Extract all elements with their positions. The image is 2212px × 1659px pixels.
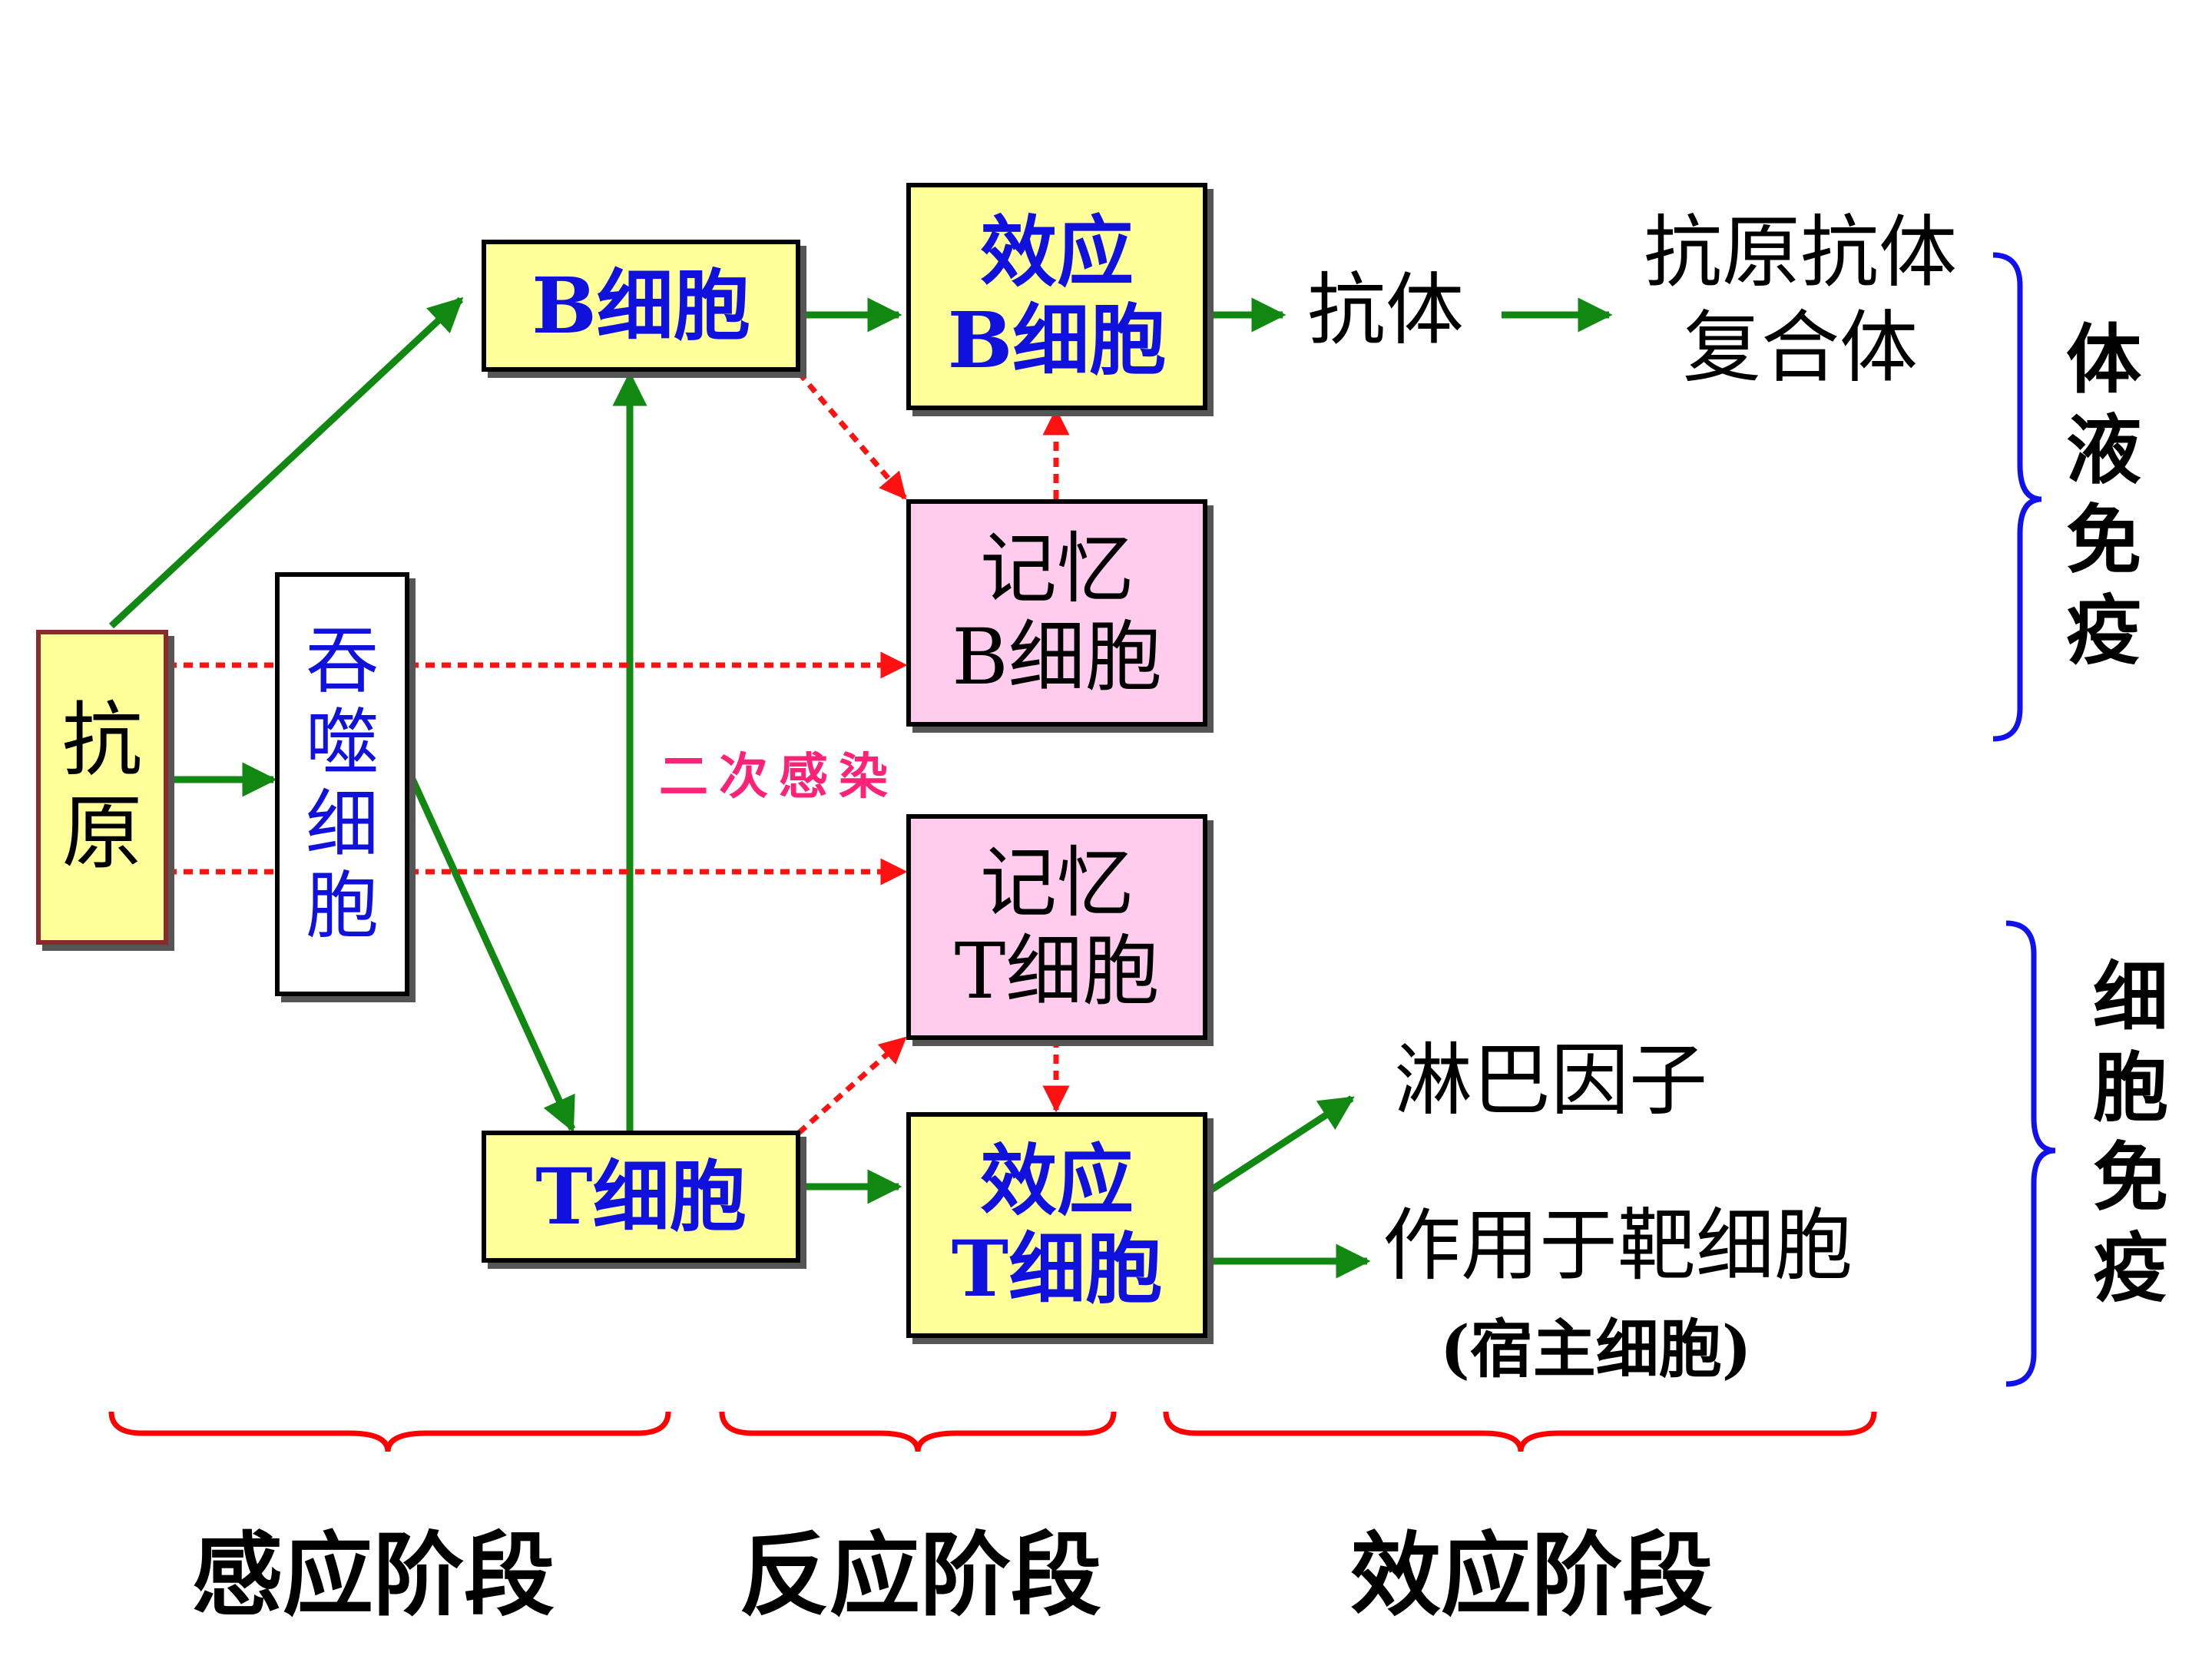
humoral-char-4: 疫	[2066, 586, 2142, 675]
node-phagocyte: 吞 噬 细 胞	[275, 572, 409, 996]
dotted-arrow-b-cell-to-memory-b	[796, 370, 907, 500]
effector-t-line-1: 效应	[980, 1135, 1134, 1226]
arrow-phagocyte-to-t-cell	[407, 774, 576, 1133]
antigen-char-2: 原	[61, 786, 143, 880]
complex-line-1: 抗原抗体	[1644, 207, 1957, 299]
label-cellular-immunity: 细 胞 免 疫	[2093, 952, 2168, 1313]
stage-induction: 感应阶段	[192, 1522, 555, 1628]
humoral-char-3: 免	[2066, 496, 2142, 585]
stage-reaction: 反应阶段	[739, 1522, 1102, 1628]
cellular-char-4: 疫	[2093, 1224, 2169, 1313]
b-cell-label: B细胞	[531, 260, 750, 351]
dotted-arrow-t-cell-to-memory-t	[796, 1036, 907, 1135]
memory-t-line-1: 记忆	[980, 838, 1134, 928]
complex-line-2: 复合体	[1683, 303, 1918, 395]
node-t-cell: T细胞	[482, 1131, 800, 1263]
phagocyte-char-2: 噬	[305, 700, 379, 786]
brace-cellular-immunity	[2005, 920, 2056, 1387]
humoral-char-1: 体	[2066, 316, 2142, 404]
brace-reaction-stage	[719, 1411, 1117, 1452]
label-lymphokine: 淋巴因子	[1394, 1035, 1707, 1127]
cellular-char-1: 细	[2093, 953, 2169, 1041]
humoral-char-2: 液	[2066, 406, 2142, 495]
label-antigen-antibody-complex: 抗原抗体 复合体	[1644, 206, 1957, 397]
phagocyte-char-3: 细	[305, 783, 379, 867]
t-cell-label: T细胞	[535, 1151, 747, 1242]
node-b-cell: B细胞	[482, 240, 800, 372]
brace-effector-stage	[1163, 1411, 1877, 1452]
memory-b-line-1: 记忆	[980, 524, 1134, 614]
stage-effector: 效应阶段	[1350, 1522, 1714, 1628]
cellular-char-2: 胞	[2093, 1043, 2169, 1132]
effector-b-line-2: B细胞	[947, 295, 1167, 386]
label-secondary-infection: 二次感染	[659, 748, 899, 806]
memory-b-line-2: B细胞	[952, 612, 1162, 702]
label-acts-on-target-cell: 作用于靶细胞	[1382, 1200, 1853, 1292]
arrow-antigen-to-b-cell	[108, 296, 464, 629]
brace-induction-stage	[108, 1411, 671, 1452]
effector-t-line-2: T细胞	[951, 1224, 1163, 1314]
node-memory-t-cell: 记忆 T细胞	[906, 814, 1207, 1040]
label-antibody: 抗体	[1307, 265, 1464, 356]
node-effector-t-cell: 效应 T细胞	[906, 1112, 1207, 1338]
brace-humoral-immunity	[1992, 252, 2042, 742]
effector-b-line-1: 效应	[980, 207, 1134, 297]
node-antigen: 抗 原	[36, 630, 168, 945]
node-effector-b-cell: 效应 B细胞	[906, 183, 1207, 410]
node-memory-b-cell: 记忆 B细胞	[906, 499, 1207, 727]
label-humoral-immunity: 体 液 免 疫	[2066, 315, 2141, 676]
arrow-effector-t-to-lymphokine	[1184, 1095, 1355, 1209]
antigen-char-1: 抗	[61, 694, 143, 788]
phagocyte-char-4: 胞	[305, 864, 379, 949]
phagocyte-char-1: 吞	[305, 619, 379, 704]
memory-t-line-2: T细胞	[954, 926, 1160, 1016]
cellular-char-3: 免	[2093, 1134, 2169, 1223]
label-host-cell: (宿主细胞)	[1440, 1313, 1752, 1386]
